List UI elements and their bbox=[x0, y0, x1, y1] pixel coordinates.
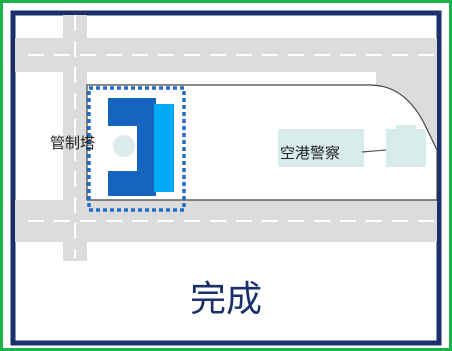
police-body bbox=[386, 129, 426, 167]
control-tower-annex bbox=[154, 104, 174, 192]
airport-police-label: 空港警察 bbox=[280, 144, 341, 162]
control-tower-round bbox=[113, 135, 135, 157]
control-tower-main bbox=[108, 98, 156, 196]
road-markings bbox=[28, 15, 437, 258]
police-connector bbox=[361, 149, 387, 153]
control-tower-selection[interactable] bbox=[87, 86, 186, 212]
completed-caption: 完成 bbox=[189, 279, 262, 320]
control-tower-building[interactable] bbox=[108, 98, 174, 196]
police-label-bg bbox=[278, 129, 364, 167]
control-tower-label: 管制塔 bbox=[50, 134, 96, 152]
police-building[interactable] bbox=[278, 125, 426, 167]
airport-apron bbox=[86, 84, 438, 201]
police-top bbox=[396, 125, 416, 131]
